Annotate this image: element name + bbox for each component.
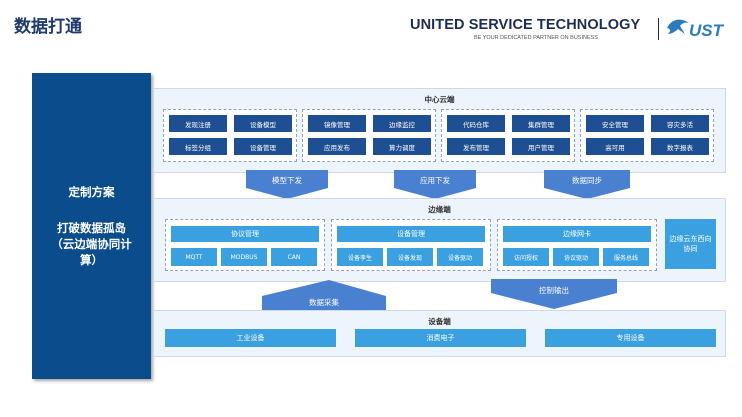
edge-section-title: 边缘网卡	[503, 226, 651, 242]
cloud-module: 高可用	[586, 138, 644, 155]
arrow-control-output-down	[491, 279, 617, 309]
edge-module: 服务总线	[603, 248, 649, 266]
solution-subtitle-2: （云边端协同计	[51, 237, 132, 251]
cloud-module: 应用发布	[308, 138, 366, 155]
edge-collab-box: 边缘云东西向协同	[665, 219, 716, 269]
data-collect-label: 数据采集	[309, 297, 339, 307]
app-down-label: 应用下发	[420, 175, 450, 185]
cloud-module: 标签分组	[169, 138, 227, 155]
cloud-module: 用户管理	[512, 138, 570, 155]
edge-module: 访问授权	[503, 248, 549, 266]
brand-name: UNITED SERVICE TECHNOLOGY	[410, 17, 641, 33]
edge-module: 设备发现	[387, 248, 433, 266]
edge-section-title: 设备管理	[337, 226, 485, 242]
arrow-sync-down	[544, 170, 630, 199]
cloud-module: 安全管理	[586, 115, 644, 132]
solution-title: 定制方案	[68, 185, 115, 199]
device-item: 消费电子	[355, 329, 526, 347]
edge-module: CAN	[271, 248, 317, 266]
solution-subtitle-3: 算）	[80, 253, 103, 267]
ust-logo: UST	[665, 14, 727, 42]
solution-subtitle-1: 打破数据孤岛	[57, 221, 126, 235]
arrow-model-down	[246, 170, 328, 199]
device-layer-title: 设备端	[428, 317, 451, 326]
edge-module: MODBUS	[221, 248, 267, 266]
device-item: 工业设备	[165, 329, 336, 347]
cloud-module: 集群管理	[512, 115, 570, 132]
edge-module: 设备孪生	[337, 248, 383, 266]
page-title: 数据打通	[14, 17, 82, 37]
cloud-module: 代码仓库	[447, 115, 505, 132]
arrow-app-down	[394, 170, 476, 199]
dolphin-icon: UST	[667, 19, 725, 40]
edge-section-title: 协议管理	[171, 226, 319, 242]
cloud-module: 发现注册	[169, 115, 227, 132]
cloud-module: 设备管理	[234, 138, 292, 155]
device-item: 专用设备	[545, 329, 716, 347]
edge-layer-title: 边缘端	[428, 205, 451, 214]
cloud-module: 算力调度	[373, 138, 431, 155]
model-down-label: 模型下发	[272, 175, 302, 185]
cloud-module: 数字报表	[651, 138, 709, 155]
edge-module: 设备驱动	[437, 248, 483, 266]
brand-tagline: BE YOUR DEDICATED PARTNER ON BUSINESS	[474, 35, 598, 41]
cloud-module: 设备模型	[234, 115, 292, 132]
cloud-module: 发布管理	[447, 138, 505, 155]
control-output-label: 控制输出	[539, 285, 569, 295]
edge-module: 协议驱动	[553, 248, 599, 266]
logo-text: UST	[689, 21, 725, 40]
solution-panel: 定制方案 打破数据孤岛 （云边端协同计 算）	[32, 73, 151, 379]
arrow-data-collect-up	[262, 280, 386, 311]
cloud-module: 镜像管理	[308, 115, 366, 132]
edge-module: MQTT	[171, 248, 217, 266]
cloud-module: 容灾多活	[651, 115, 709, 132]
brand-divider	[658, 18, 659, 40]
sync-down-label: 数据同步	[572, 175, 602, 185]
cloud-module: 边缘监控	[373, 115, 431, 132]
cloud-layer-title: 中心云端	[424, 95, 455, 104]
